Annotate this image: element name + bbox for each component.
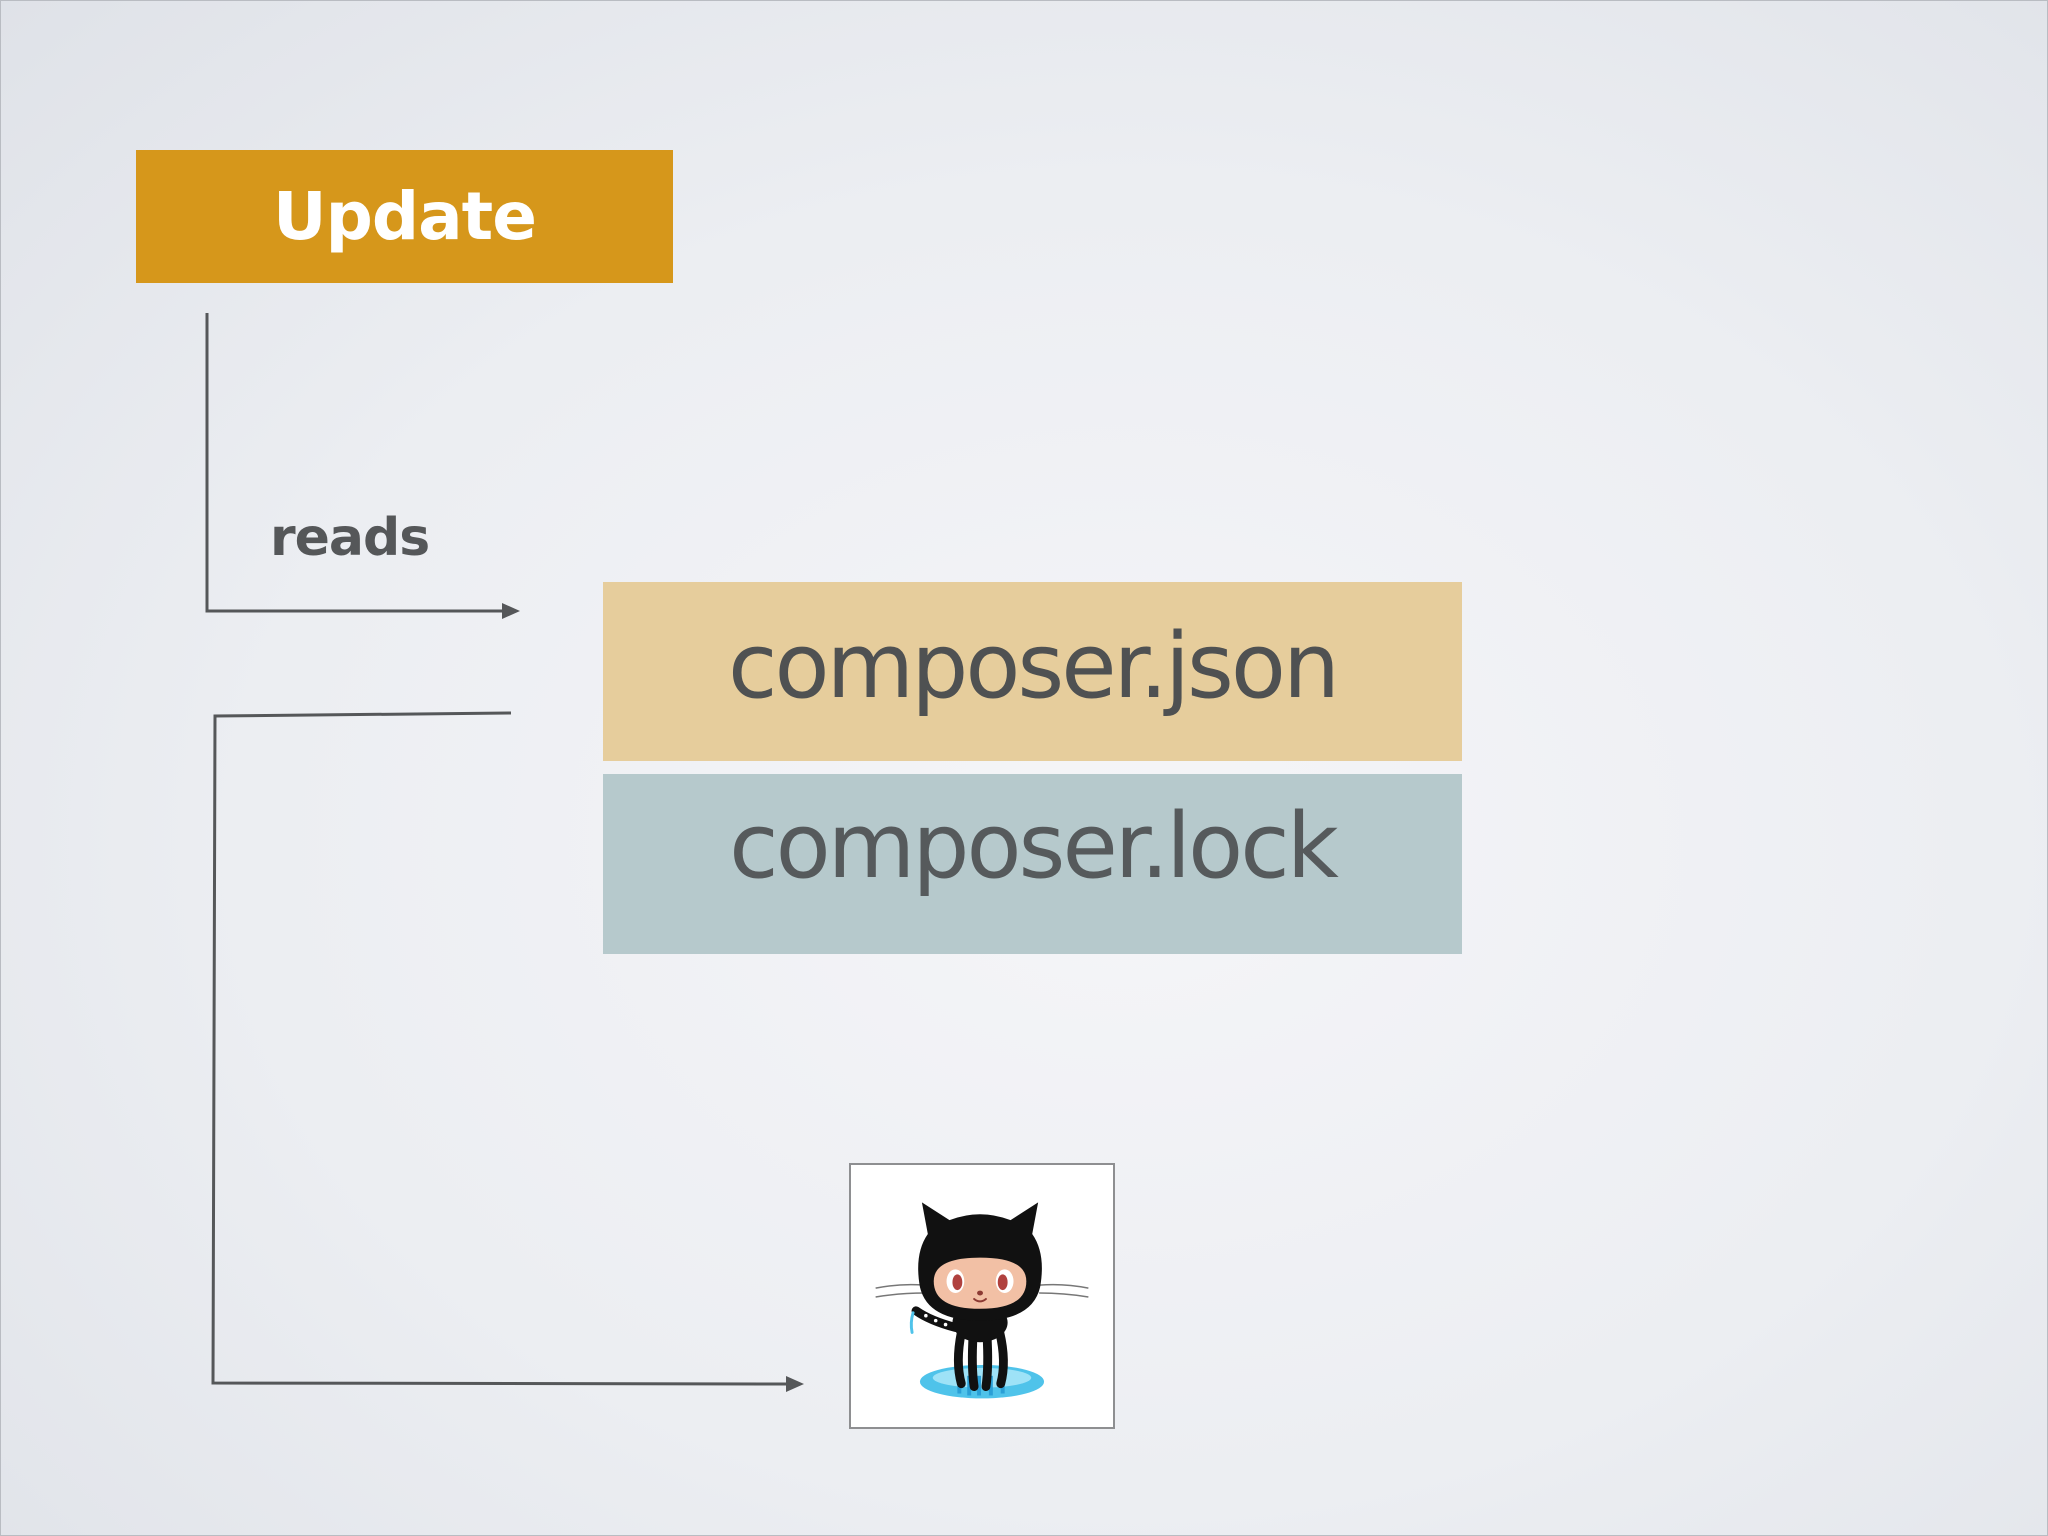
composer-lock-box: composer.lock <box>603 774 1462 954</box>
octocat-icon <box>875 1202 1089 1399</box>
composer-lock-label: composer.lock <box>729 794 1339 899</box>
update-box: Update <box>136 150 673 283</box>
composer-json-box: composer.json <box>603 582 1462 761</box>
reads-arrow-line <box>205 313 504 613</box>
reads-label: reads <box>270 508 430 568</box>
composer-json-label: composer.json <box>727 614 1340 719</box>
return-arrow-line <box>211 711 787 1386</box>
return-arrow-head <box>786 1376 804 1392</box>
github-octocat-logo <box>849 1163 1115 1429</box>
update-label: Update <box>273 178 537 255</box>
reads-arrow-head <box>502 603 520 619</box>
